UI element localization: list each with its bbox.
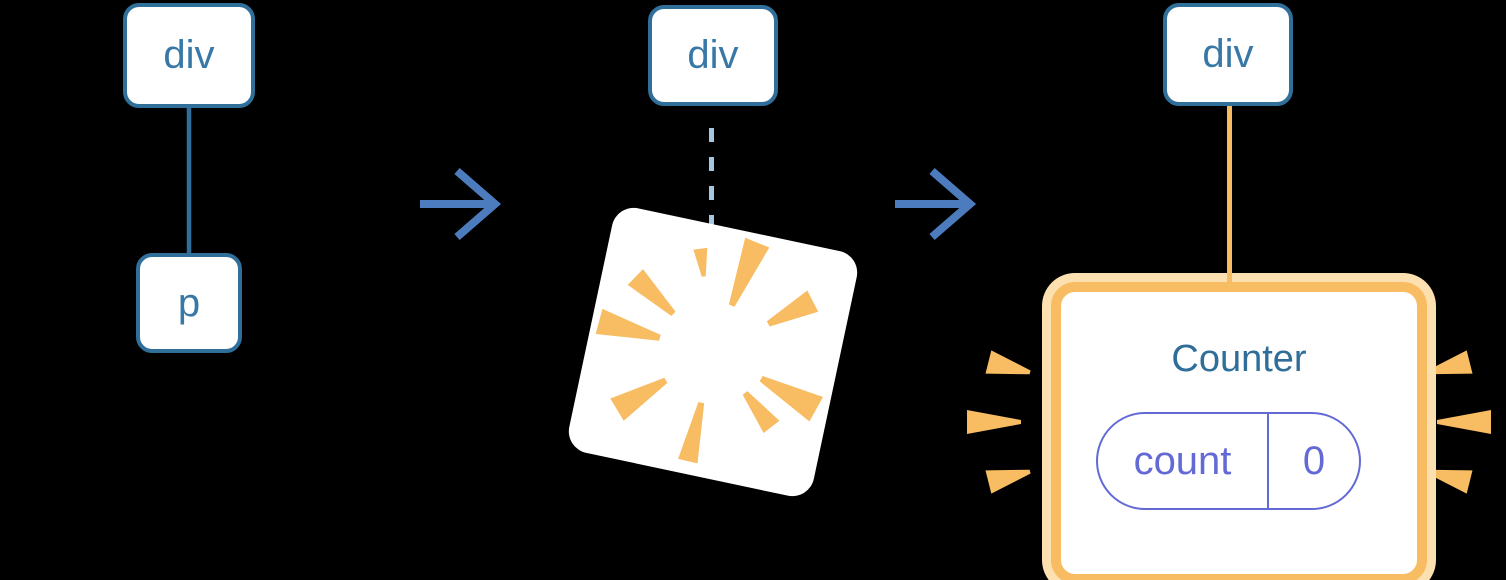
burst-ray <box>766 290 819 327</box>
dom-node-div-stage1: div <box>123 3 255 108</box>
state-name: count <box>1133 438 1232 483</box>
burst-ray <box>610 377 668 421</box>
sparkle-ray <box>1427 350 1473 375</box>
node-label: p <box>177 280 201 325</box>
burst-ray <box>742 391 780 433</box>
sparkle-ray <box>985 350 1031 375</box>
dom-node-div-stage3: div <box>1163 3 1293 106</box>
destroy-burst-icon <box>568 207 858 497</box>
node-label: div <box>163 33 215 77</box>
sparkle-ray <box>1437 410 1491 434</box>
destroyed-node-card <box>568 207 858 497</box>
sparkle-ray <box>985 469 1031 494</box>
highlight-sparkles-icon <box>1427 350 1491 494</box>
dom-node-div-stage2: div <box>648 5 778 106</box>
burst-ray <box>728 237 770 307</box>
burst-ray <box>678 402 705 464</box>
node-label: div <box>687 33 739 77</box>
burst-ray <box>759 376 823 422</box>
burst-rays <box>595 237 823 464</box>
burst-ray <box>693 247 708 277</box>
arrow-right-icon <box>420 167 502 241</box>
burst-ray <box>595 308 661 341</box>
node-label: div <box>1202 32 1254 76</box>
component-title: Counter <box>1171 338 1307 380</box>
burst-ray <box>627 269 676 316</box>
dom-node-p: p <box>136 253 242 353</box>
sparkle-ray <box>967 410 1021 434</box>
arrow-right-icon <box>895 167 977 241</box>
highlight-sparkles-icon <box>967 350 1031 494</box>
counter-component: Counter count 0 <box>1051 282 1427 580</box>
state-pill: count 0 <box>1096 412 1361 510</box>
tree-edge-orange <box>1227 106 1232 287</box>
sparkle-ray <box>1427 469 1473 494</box>
state-value: 0 <box>1267 414 1359 508</box>
